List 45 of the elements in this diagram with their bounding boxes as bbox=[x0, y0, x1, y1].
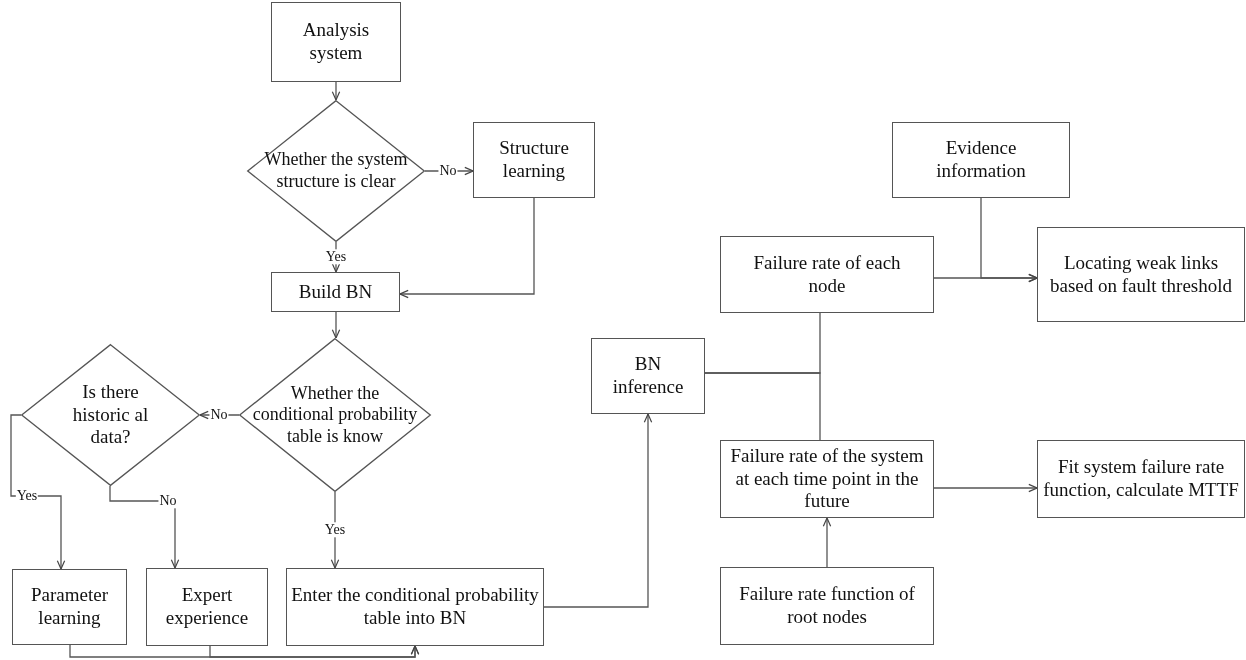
decision-label: Is there historic al data? bbox=[71, 380, 150, 450]
box-label: Analysis system bbox=[301, 19, 371, 65]
process-box bbox=[271, 272, 400, 312]
connector-arrow bbox=[331, 81, 341, 101]
connector-arrow bbox=[933, 483, 1038, 493]
process-box bbox=[12, 569, 127, 645]
box-label: Fit system failure rate function, calculate MTTF bbox=[1042, 456, 1240, 502]
decision-label: Whether the conditional probability table is know bbox=[251, 382, 419, 448]
box-label: Locating weak links based on fault threshold bbox=[1048, 251, 1233, 298]
process-box bbox=[591, 338, 705, 414]
box-label: Failure rate of each node bbox=[752, 251, 902, 298]
box-label: Failure rate of the system at each time point in the future bbox=[729, 444, 925, 514]
edge-label: Yes bbox=[323, 522, 347, 538]
connector-arrow bbox=[980, 197, 1038, 283]
process-box bbox=[286, 568, 544, 646]
edge-label: Yes bbox=[324, 249, 348, 265]
box-label: Failure rate function of root nodes bbox=[738, 583, 916, 629]
decision-diamond bbox=[239, 338, 431, 492]
box-label: Parameter learning bbox=[30, 584, 109, 630]
box-label: Structure learning bbox=[498, 137, 570, 183]
process-box bbox=[1037, 227, 1245, 322]
connector-arrow bbox=[10, 414, 66, 570]
process-box bbox=[1037, 440, 1245, 518]
decision-diamond bbox=[247, 100, 425, 242]
connector-arrow bbox=[543, 413, 653, 608]
connector-arrow bbox=[399, 197, 535, 299]
connector-arrow bbox=[209, 645, 420, 658]
box-label: Expert experience bbox=[164, 584, 250, 630]
connector-arrow bbox=[109, 485, 180, 569]
decision-diamond bbox=[21, 344, 200, 486]
box-label: Build BN bbox=[298, 280, 373, 304]
box-label: Enter the conditional probability table into BN bbox=[290, 584, 540, 630]
process-box bbox=[720, 567, 934, 645]
box-label: BN inference bbox=[611, 353, 685, 399]
process-box bbox=[720, 236, 934, 313]
connector-arrow bbox=[822, 517, 832, 568]
process-box bbox=[473, 122, 595, 198]
connector-arrow bbox=[331, 311, 341, 339]
process-box bbox=[271, 2, 401, 82]
decision-label: Whether the system structure is clear bbox=[263, 149, 409, 193]
edge-label: No bbox=[158, 493, 178, 509]
box-label: Evidence information bbox=[935, 137, 1027, 183]
process-box bbox=[892, 122, 1070, 198]
process-box bbox=[720, 440, 934, 518]
process-box bbox=[146, 568, 268, 646]
